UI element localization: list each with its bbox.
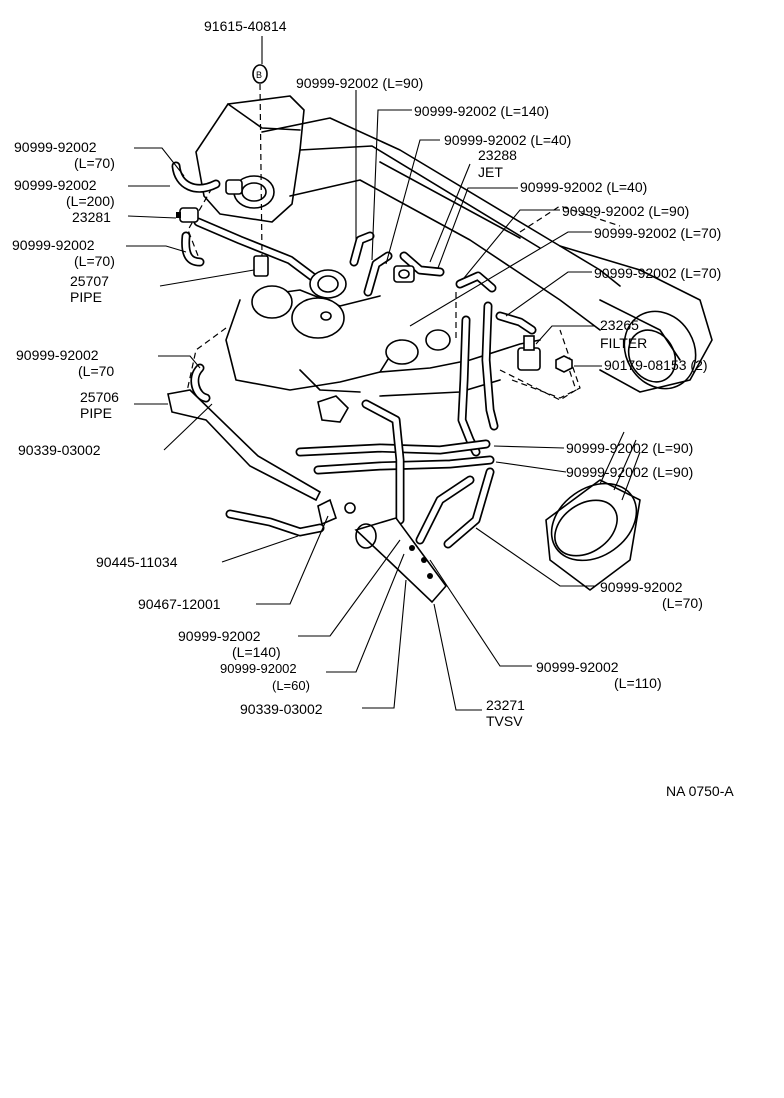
label-bottom-hose-l140-number: 90999-92002 <box>178 628 261 644</box>
leader-lines <box>126 36 602 711</box>
label-90467-12001: 90467-12001 <box>138 596 221 612</box>
label-90339-03002-a: 90339-03002 <box>18 442 101 458</box>
label-tvsv-number: 23271 <box>486 697 525 713</box>
callout-labels: 91615-40814 90999-92002 (L=90) 90999-920… <box>12 18 734 799</box>
label-left-hose-l70-length: (L=70) <box>74 155 115 171</box>
hoses <box>171 161 537 549</box>
label-hose-l40-a: 90999-92002 (L=40) <box>444 132 571 148</box>
label-23281: 23281 <box>72 209 111 225</box>
label-left-hose-l70c-length: (L=70 <box>78 363 114 379</box>
label-90339-03002-b: 90339-03002 <box>240 701 323 717</box>
label-hose-l90-mid: 90999-92002 (L=90) <box>562 203 689 219</box>
label-pipe-25707-number: 25707 <box>70 273 109 289</box>
label-90179-08153: 90179-08153 (2) <box>604 357 708 373</box>
label-pipe-25706-number: 25706 <box>80 389 119 405</box>
label-right-hose-l110-number: 90999-92002 <box>536 659 619 675</box>
label-bottom-hose-l140-length: (L=140) <box>232 644 281 660</box>
label-hose-l70-b: 90999-92002 (L=70) <box>594 265 721 281</box>
label-left-hose-l70c-number: 90999-92002 <box>16 347 99 363</box>
label-left-hose-l70b-length: (L=70) <box>74 253 115 269</box>
label-filter-number: 23265 <box>600 317 639 333</box>
drawing-reference: NA 0750-A <box>666 783 734 799</box>
components: B <box>167 64 581 604</box>
label-right-hose-l70-number: 90999-92002 <box>600 579 683 595</box>
label-91615-40814: 91615-40814 <box>204 18 287 34</box>
label-pipe-25706-name: PIPE <box>80 405 112 421</box>
label-filter-name: FILTER <box>600 335 647 351</box>
label-hose-l70-a: 90999-92002 (L=70) <box>594 225 721 241</box>
label-bottom-hose-l60-number: 90999-92002 <box>220 661 297 676</box>
label-left-hose-l70-number: 90999-92002 <box>14 139 97 155</box>
label-left-hose-l70b-number: 90999-92002 <box>12 237 95 253</box>
label-hose-l40-b: 90999-92002 (L=40) <box>520 179 647 195</box>
label-bottom-hose-l60-length: (L=60) <box>272 678 310 693</box>
label-right-hose-l90-a: 90999-92002 (L=90) <box>566 440 693 456</box>
label-90445-11034: 90445-11034 <box>96 554 178 570</box>
bolt-marker-b: B <box>256 70 262 80</box>
label-jet-name: JET <box>478 164 503 180</box>
engine-outline <box>185 95 713 591</box>
label-hose-l90-top: 90999-92002 (L=90) <box>296 75 423 91</box>
label-left-hose-l200-number: 90999-92002 <box>14 177 97 193</box>
label-pipe-25707-name: PIPE <box>70 289 102 305</box>
label-right-hose-l110-length: (L=110) <box>614 675 662 691</box>
label-right-hose-l90-b: 90999-92002 (L=90) <box>566 464 693 480</box>
label-right-hose-l70-length: (L=70) <box>662 595 703 611</box>
label-jet-number: 23288 <box>478 147 517 163</box>
label-hose-l140-top: 90999-92002 (L=140) <box>414 103 549 119</box>
label-tvsv-name: TVSV <box>486 713 523 729</box>
label-left-hose-l200-length: (L=200) <box>66 193 115 209</box>
